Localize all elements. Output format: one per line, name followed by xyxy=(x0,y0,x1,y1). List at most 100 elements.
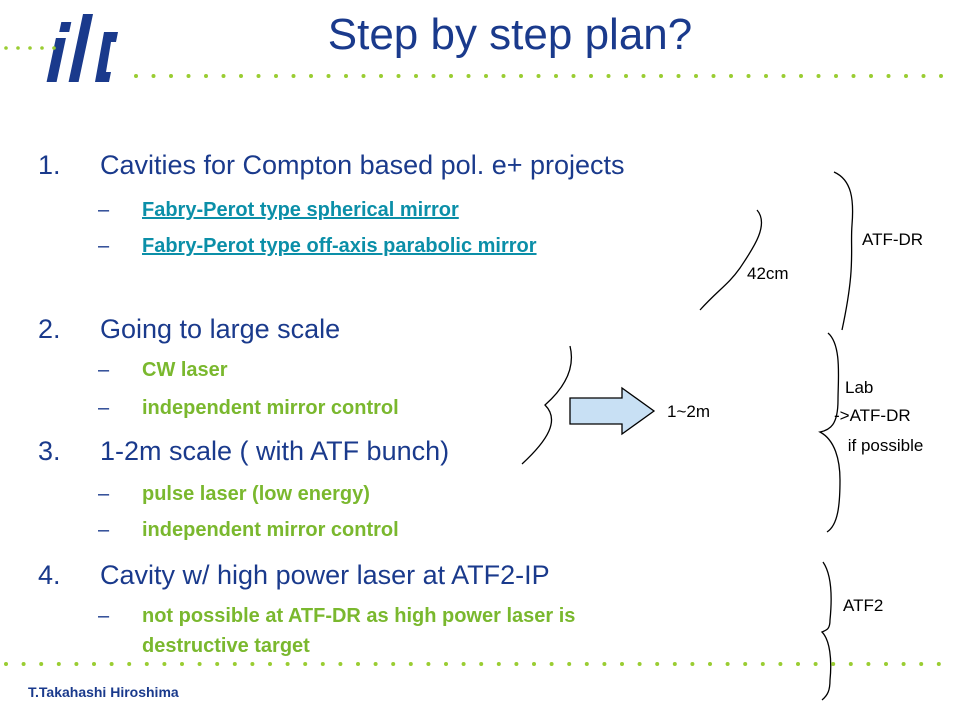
rule-dot xyxy=(344,74,348,78)
rule-dot xyxy=(848,662,853,666)
rule-dot xyxy=(250,662,255,666)
bottom-dotted-rule xyxy=(4,662,941,666)
rule-dot xyxy=(921,74,926,78)
sub-item: – independent mirror control xyxy=(98,397,399,419)
list-item-4: 4. Cavity w/ high power laser at ATF2-IP xyxy=(38,560,738,594)
sub-item: – pulse laser (low energy) xyxy=(98,483,370,505)
rule-dot xyxy=(232,662,237,666)
rule-dot xyxy=(215,662,220,666)
rule-dot xyxy=(449,74,453,78)
rule-dot xyxy=(816,74,821,78)
rule-dot xyxy=(326,74,331,78)
rule-dot xyxy=(796,662,800,666)
rule-dot xyxy=(396,74,401,78)
rule-dot xyxy=(256,74,261,78)
rule-dot xyxy=(186,74,191,78)
item-number: 1. xyxy=(38,150,61,180)
rule-dot xyxy=(743,662,748,666)
rule-dot xyxy=(303,662,308,666)
item-text: Cavities for Compton based pol. e+ proje… xyxy=(100,150,625,180)
item-text: Cavity w/ high power laser at ATF2-IP xyxy=(100,560,550,590)
rule-dot xyxy=(589,74,593,78)
rule-dot xyxy=(356,662,360,666)
rule-dot xyxy=(866,662,871,666)
rule-dot xyxy=(373,662,378,666)
label-lab-atf-dr: ->ATF-DR xyxy=(834,406,911,425)
item-number: 3. xyxy=(38,436,61,466)
rule-dot xyxy=(549,662,554,666)
rule-dot xyxy=(379,74,383,78)
label-atf2: ATF2 xyxy=(843,596,884,615)
brace-1-2m xyxy=(521,345,572,465)
list-item-1: 1. Cavities for Compton based pol. e+ pr… xyxy=(38,150,738,184)
rule-dot xyxy=(711,74,716,78)
item-number: 2. xyxy=(38,314,61,344)
sub-item: – not possible at ATF-DR as high power l… xyxy=(98,605,576,627)
rule-dot xyxy=(169,74,173,78)
top-dotted-rule xyxy=(134,74,943,78)
rule-dot xyxy=(799,74,803,78)
rule-dot xyxy=(426,662,431,666)
sub-item: – Fabry-Perot type off-axis parabolic mi… xyxy=(98,232,698,260)
rule-dot xyxy=(571,74,576,78)
rule-dot xyxy=(501,74,506,78)
rule-dot xyxy=(74,662,79,666)
rule-dot xyxy=(532,662,536,666)
slide-title: Step by step plan? xyxy=(327,10,693,59)
list-item-2: 2. Going to large scale xyxy=(38,314,738,348)
brace-atf2 xyxy=(820,561,832,701)
rule-dot xyxy=(4,662,8,666)
rule-dot xyxy=(479,662,484,666)
rule-dot xyxy=(484,74,488,78)
spherical-mirror-link[interactable]: Fabry-Perot type spherical mirror xyxy=(142,199,459,221)
rule-dot xyxy=(221,74,226,78)
rule-dot xyxy=(197,662,202,666)
right-arrow-shape xyxy=(569,386,656,436)
rule-dot xyxy=(624,74,628,78)
rule-dot xyxy=(813,662,818,666)
rule-dot xyxy=(584,662,589,666)
rule-dot xyxy=(936,662,941,666)
rule-dot xyxy=(204,74,208,78)
rule-dot xyxy=(151,74,156,78)
rule-dot xyxy=(291,74,296,78)
rule-dot xyxy=(869,74,873,78)
footer-author: T.Takahashi Hiroshima xyxy=(28,684,179,700)
label-1-2m: 1~2m xyxy=(667,402,710,421)
rule-dot xyxy=(391,662,396,666)
rule-dot xyxy=(180,662,184,666)
rule-dot xyxy=(461,662,466,666)
ilc-logo xyxy=(0,0,140,90)
rule-dot xyxy=(127,662,132,666)
brace-lab xyxy=(818,332,841,533)
rule-dot xyxy=(274,74,278,78)
list-item-3: 3. 1-2m scale ( with ATF bunch) xyxy=(38,436,738,470)
rule-dot xyxy=(92,662,96,666)
rule-dot xyxy=(414,74,418,78)
rule-dot xyxy=(939,74,943,78)
rule-dot xyxy=(760,662,765,666)
rule-dot xyxy=(637,662,642,666)
rule-dot xyxy=(519,74,523,78)
rule-dot xyxy=(834,74,838,78)
rule-dot xyxy=(496,662,501,666)
rule-dot xyxy=(466,74,471,78)
rule-dot xyxy=(268,662,272,666)
label-lab: Lab xyxy=(845,378,874,397)
sub-item: – Fabry-Perot type spherical mirror xyxy=(98,196,698,224)
rule-dot xyxy=(729,74,733,78)
parabolic-mirror-link[interactable]: Fabry-Perot type off-axis parabolic mirr… xyxy=(142,235,537,257)
rule-dot xyxy=(672,662,677,666)
rule-dot xyxy=(408,662,413,666)
rule-dot xyxy=(567,662,572,666)
rule-dot xyxy=(690,662,695,666)
rule-dot xyxy=(641,74,646,78)
sub-item: – independent mirror control xyxy=(98,519,399,541)
sub-item: – CW laser xyxy=(98,359,228,381)
item-text: 1-2m scale ( with ATF bunch) xyxy=(100,436,450,466)
label-if-possible: if possible xyxy=(843,436,924,455)
rule-dot xyxy=(606,74,611,78)
rule-dot xyxy=(904,74,908,78)
rule-dot xyxy=(536,74,541,78)
